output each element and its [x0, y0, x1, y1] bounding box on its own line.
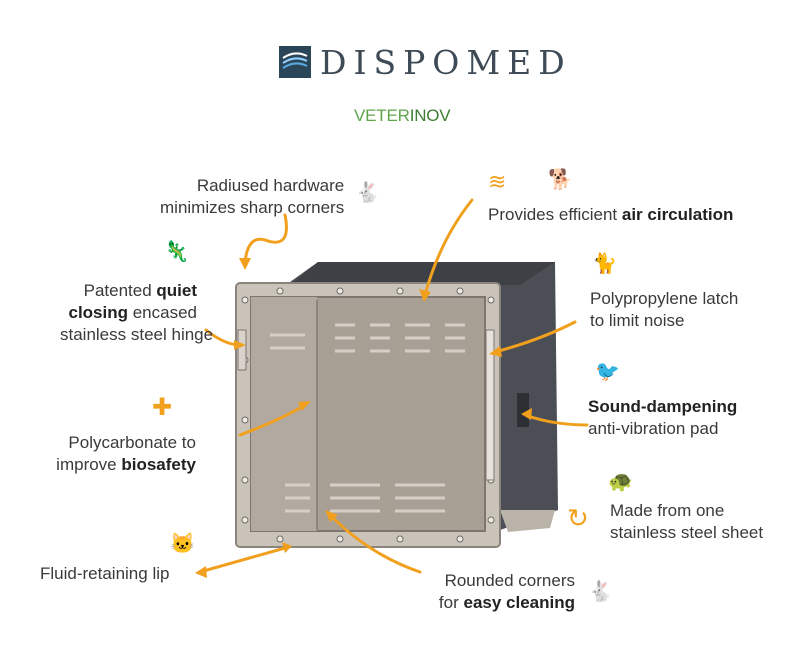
- cat-face-icon: 🐱: [170, 533, 195, 555]
- callout-patented-line3: stainless steel hinge: [60, 325, 214, 344]
- callout-latch: Polypropylene latch to limit noise: [590, 288, 738, 332]
- callout-rounded-corners: Rounded corners for easy cleaning: [420, 570, 575, 614]
- sub-brand: VETERINOV: [354, 106, 451, 126]
- anti-vibration-pad: [517, 393, 529, 427]
- air-vents-bottom: [285, 483, 445, 513]
- cat-icon: 🐈: [592, 253, 617, 275]
- rabbit-icon: 🐇: [355, 182, 380, 204]
- turtle-icon: 🐢: [608, 471, 633, 493]
- callout-onesheet-line1: Made from one: [610, 501, 725, 520]
- callout-latch-line1: Polypropylene latch: [590, 289, 739, 308]
- callout-sound-line2: anti-vibration pad: [588, 419, 719, 438]
- wind-icon: ≋: [488, 169, 507, 194]
- callout-patented-bold1: quiet: [156, 281, 197, 300]
- callout-patented-pre: Patented: [83, 281, 157, 300]
- hinge: [237, 329, 247, 371]
- callout-arrows: [198, 198, 589, 574]
- medical-hand-icon: ✚: [152, 394, 173, 421]
- callout-air-bold: air circulation: [621, 205, 734, 224]
- callout-radiused-hardware: Radiused hardware minimizes sharp corner…: [160, 175, 344, 219]
- sub-brand-suffix: INOV: [409, 106, 451, 125]
- latch: [485, 329, 495, 481]
- callout-sound-dampening: Sound-dampening anti-vibration pad: [588, 396, 737, 440]
- brand-name: DISPOMED: [320, 43, 572, 82]
- callout-patented-hinge: Patented quiet closing encased stainless…: [60, 280, 214, 346]
- callout-air-pre: Provides efficient: [488, 205, 622, 224]
- callout-polycarbonate: Polycarbonate to improve biosafety: [40, 432, 196, 476]
- chameleon-icon: 🦎: [164, 241, 189, 263]
- callout-air-circulation: Provides efficient air circulation: [488, 204, 733, 226]
- callout-rounded-bold: easy cleaning: [463, 593, 575, 612]
- recycle-icon: ↻: [567, 503, 589, 533]
- wave-logo-icon: [282, 52, 308, 69]
- callout-rounded-pre: for: [438, 593, 464, 612]
- bird-icon: 🐦: [595, 361, 620, 383]
- air-vents-top: [270, 323, 465, 353]
- callout-patented-post: encased: [128, 303, 197, 322]
- callout-fluid-lip: Fluid-retaining lip: [40, 564, 170, 583]
- callout-poly-line1: Polycarbonate to: [68, 433, 196, 452]
- callout-latch-line2: to limit noise: [590, 311, 685, 330]
- callout-sound-bold: Sound-dampening: [588, 397, 738, 416]
- callout-rounded-line1: Rounded corners: [444, 571, 575, 590]
- dispomed-logo-mark: [279, 46, 311, 78]
- callout-radiused-line2: minimizes sharp corners: [160, 198, 345, 217]
- callout-one-sheet: Made from one stainless steel sheet: [610, 500, 763, 544]
- callout-poly-bold: biosafety: [121, 455, 196, 474]
- dog-icon: 🐕: [548, 169, 573, 191]
- callout-patented-bold2: closing: [68, 303, 128, 322]
- rabbit-icon: 🐇: [588, 581, 613, 603]
- callout-radiused-line1: Radiused hardware: [196, 176, 345, 195]
- sub-brand-prefix: VETER: [354, 106, 410, 125]
- callout-poly-pre: improve: [56, 455, 122, 474]
- callout-onesheet-line2: stainless steel sheet: [610, 523, 764, 542]
- arrow-heads: [195, 258, 532, 578]
